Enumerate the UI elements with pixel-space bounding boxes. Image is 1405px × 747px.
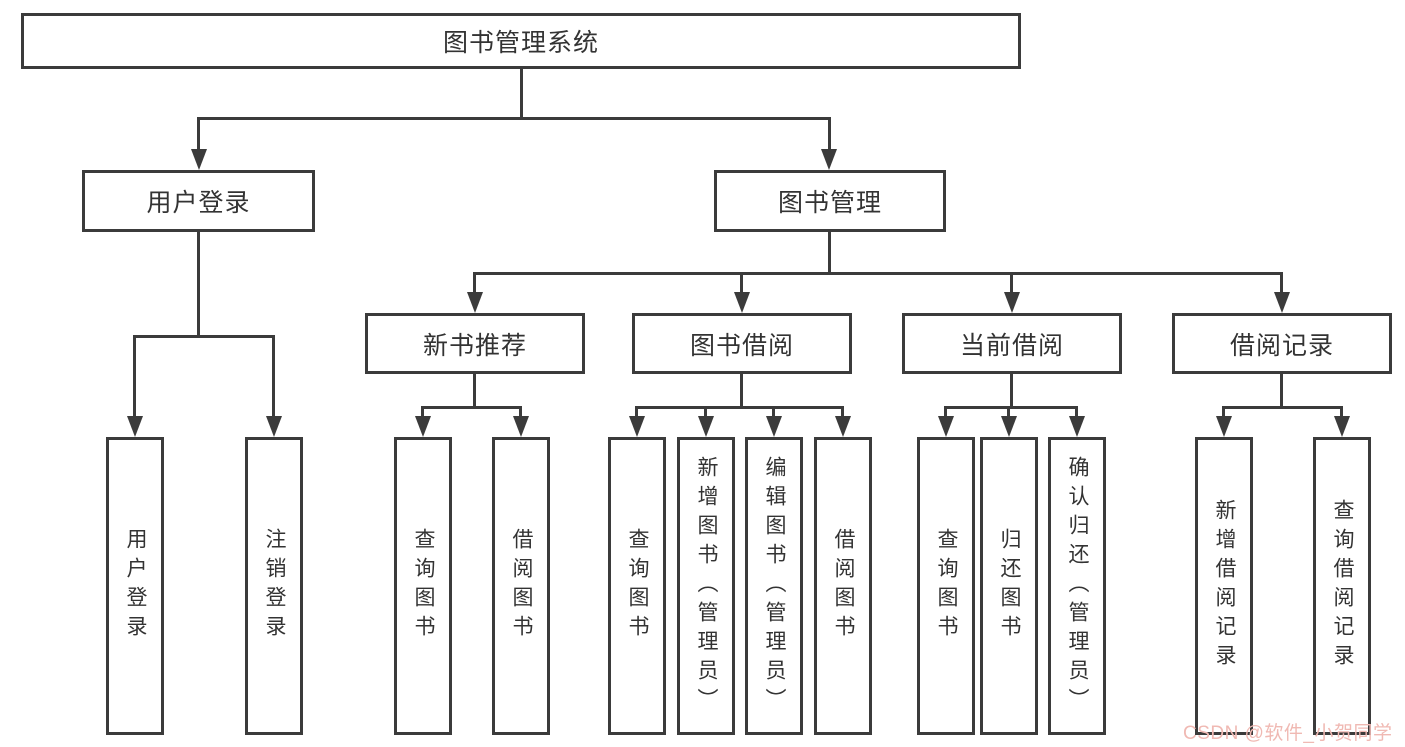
node-current-borrow: 当前借阅	[902, 313, 1122, 374]
leaf-add-book-admin: 新增图书（管理员）	[677, 437, 735, 735]
edge-records-drop-1	[1222, 406, 1225, 418]
csdn-watermark: CSDN @软件_小贺同学	[1183, 723, 1393, 744]
edge-userlogin-drop-2	[272, 335, 275, 417]
leaf-edit-book-admin: 编辑图书（管理员）	[745, 437, 803, 735]
edge-bookmgmt-drop-1	[473, 272, 476, 293]
arrowhead-icon	[415, 416, 431, 437]
edge-records-stem	[1280, 374, 1283, 406]
edge-currentborrow-drop-3	[1075, 406, 1078, 418]
leaf-borrow-books-1: 借阅图书	[492, 437, 550, 735]
node-new-book-recommend: 新书推荐	[365, 313, 585, 374]
arrowhead-icon	[1001, 416, 1017, 437]
leaf-query-books-3: 查询图书	[917, 437, 975, 735]
node-book-management: 图书管理	[714, 170, 946, 232]
edge-bookborrow-stem	[740, 374, 743, 406]
edge-bookborrow-bar	[635, 406, 844, 409]
arrowhead-icon	[698, 416, 714, 437]
leaf-query-books-2: 查询图书	[608, 437, 666, 735]
leaf-return-books: 归还图书	[980, 437, 1038, 735]
edge-bookmgmt-drop-3	[1010, 272, 1013, 293]
arrowhead-icon	[1069, 416, 1085, 437]
edge-bookborrow-drop-3	[772, 406, 775, 418]
node-root: 图书管理系统	[21, 13, 1021, 69]
edge-records-bar	[1222, 406, 1343, 409]
arrowhead-icon	[191, 149, 207, 170]
edge-root-stem	[520, 69, 523, 117]
edge-currentborrow-stem	[1010, 374, 1013, 406]
arrowhead-icon	[1274, 292, 1290, 313]
arrowhead-icon	[266, 416, 282, 437]
arrowhead-icon	[1216, 416, 1232, 437]
edge-bookmgmt-drop-2	[740, 272, 743, 293]
node-user-login: 用户登录	[82, 170, 315, 232]
edge-bookmgmt-stem	[828, 232, 831, 272]
edge-bookborrow-drop-4	[841, 406, 844, 418]
edge-records-drop-2	[1340, 406, 1343, 418]
edge-root-drop-left	[197, 117, 200, 150]
arrowhead-icon	[1004, 292, 1020, 313]
node-book-borrow: 图书借阅	[632, 313, 852, 374]
leaf-query-borrow-record: 查询借阅记录	[1313, 437, 1371, 735]
edge-currentborrow-drop-2	[1007, 406, 1010, 418]
edge-userlogin-stem	[197, 232, 200, 335]
leaf-add-borrow-record: 新增借阅记录	[1195, 437, 1253, 735]
arrowhead-icon	[734, 292, 750, 313]
node-borrow-records: 借阅记录	[1172, 313, 1392, 374]
edge-root-drop-right	[828, 117, 831, 150]
arrowhead-icon	[821, 149, 837, 170]
arrowhead-icon	[1334, 416, 1350, 437]
arrowhead-icon	[835, 416, 851, 437]
edge-currentborrow-drop-1	[944, 406, 947, 418]
arrowhead-icon	[629, 416, 645, 437]
arrowhead-icon	[513, 416, 529, 437]
edge-bookborrow-drop-2	[704, 406, 707, 418]
edge-bookborrow-drop-1	[635, 406, 638, 418]
leaf-confirm-return-admin: 确认归还（管理员）	[1048, 437, 1106, 735]
edge-newbook-stem	[473, 374, 476, 406]
edge-userlogin-drop-1	[133, 335, 136, 417]
leaf-query-books-1: 查询图书	[394, 437, 452, 735]
edge-root-bar	[197, 117, 831, 120]
arrowhead-icon	[127, 416, 143, 437]
arrowhead-icon	[938, 416, 954, 437]
edge-bookmgmt-bar	[473, 272, 1283, 275]
edge-newbook-bar	[421, 406, 522, 409]
edge-bookmgmt-drop-4	[1280, 272, 1283, 293]
edge-userlogin-bar	[133, 335, 275, 338]
edge-currentborrow-bar	[944, 406, 1078, 409]
edge-newbook-drop-1	[421, 406, 424, 418]
arrowhead-icon	[766, 416, 782, 437]
edge-newbook-drop-2	[519, 406, 522, 418]
arrowhead-icon	[467, 292, 483, 313]
leaf-logout: 注销登录	[245, 437, 303, 735]
leaf-user-login: 用户登录	[106, 437, 164, 735]
leaf-borrow-books-2: 借阅图书	[814, 437, 872, 735]
